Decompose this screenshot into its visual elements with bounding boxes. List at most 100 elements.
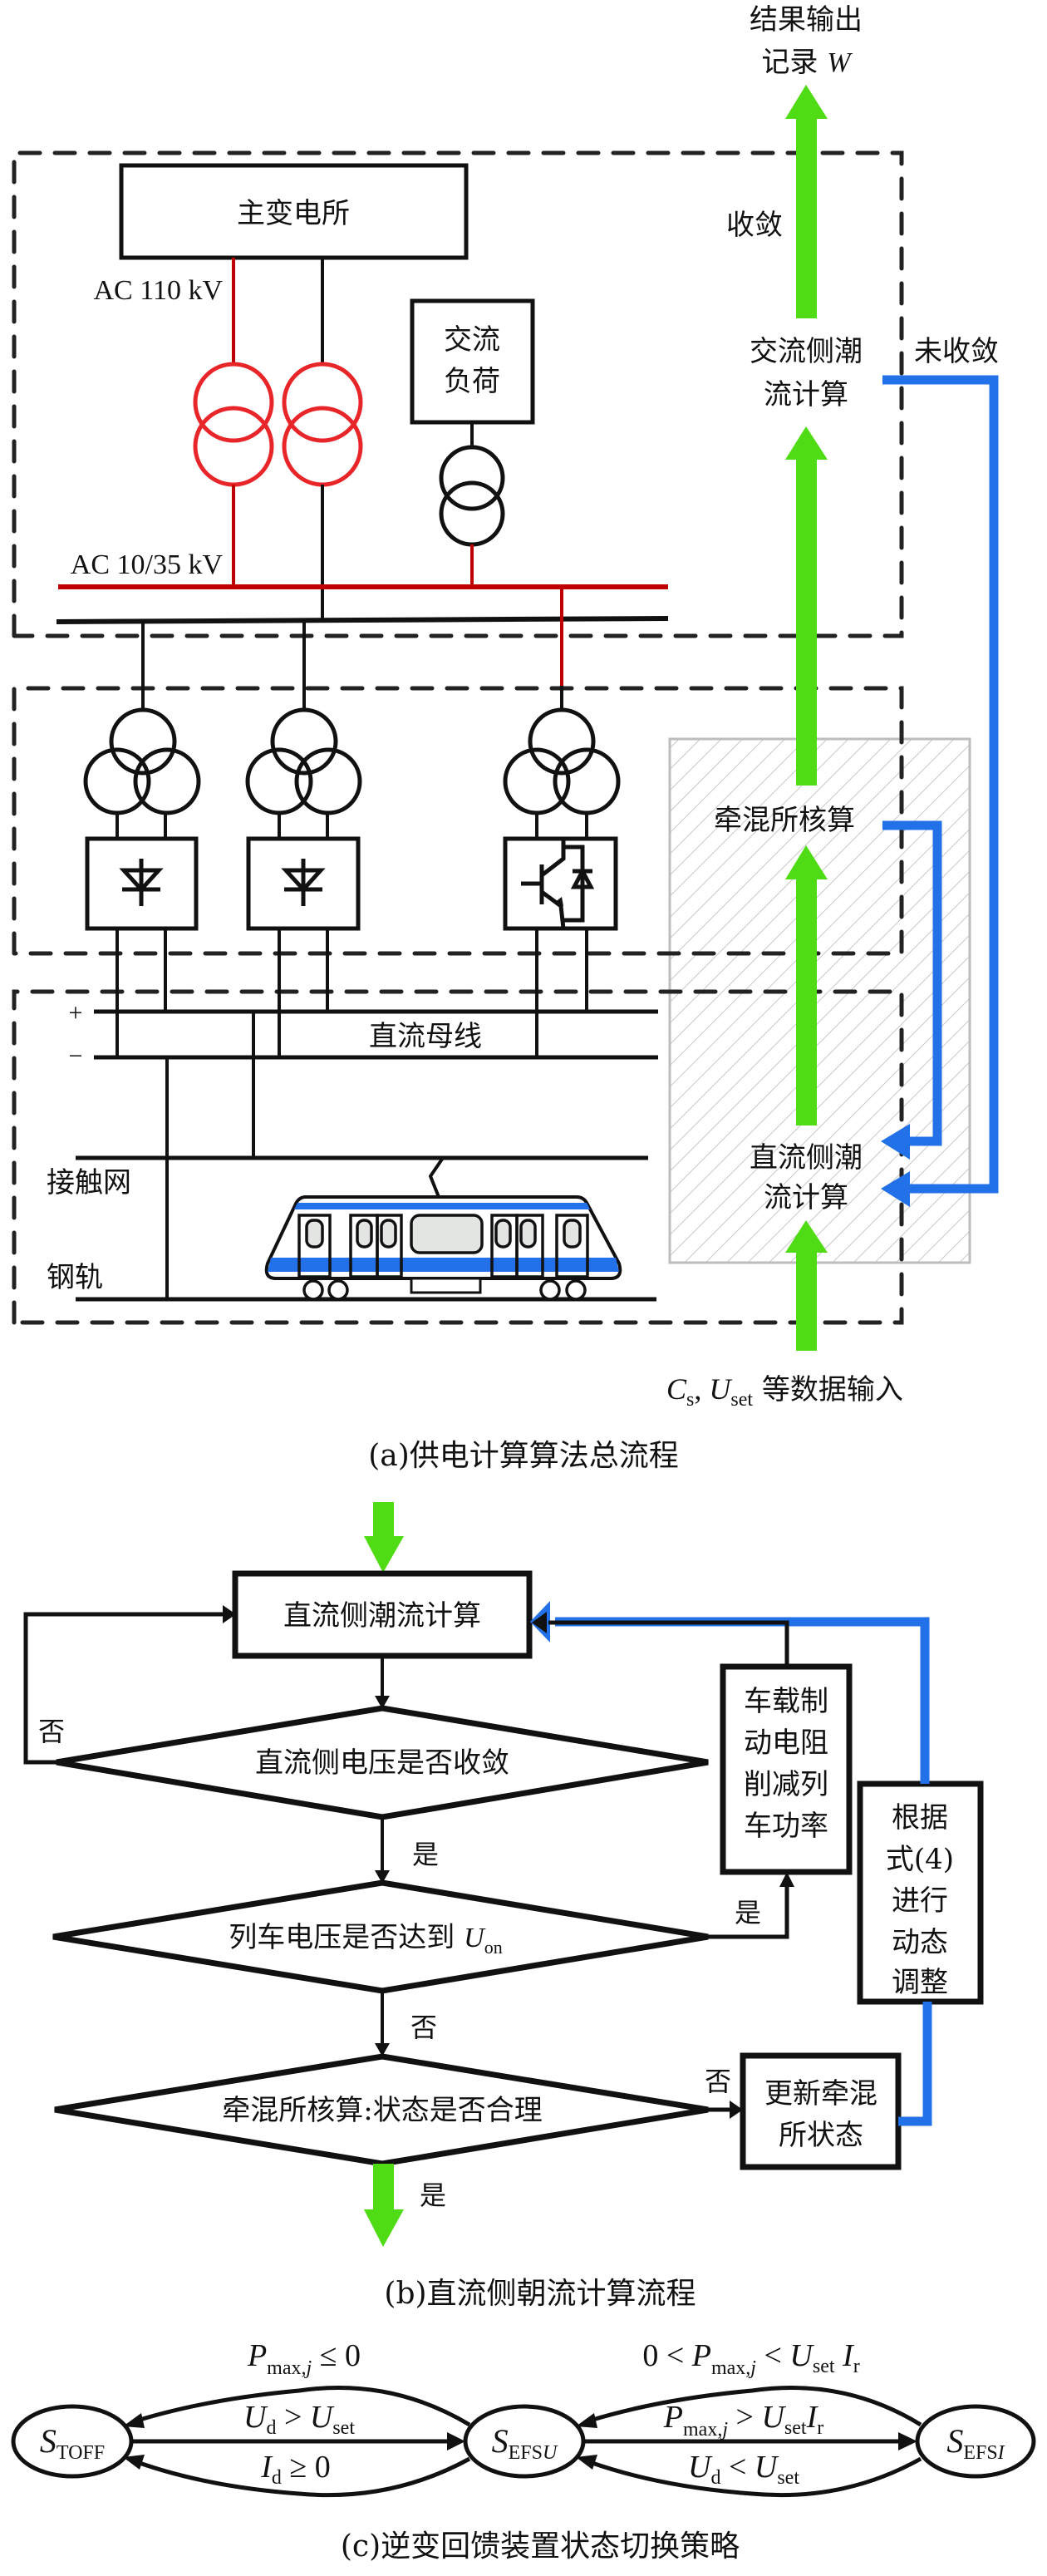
main-substation-label: 主变电所 xyxy=(237,197,350,230)
arrowhead xyxy=(779,1872,794,1887)
dc-minus-label: − xyxy=(69,1042,83,1070)
condition-ud-lt-uset: Ud < Uset xyxy=(688,2450,799,2489)
arrowhead xyxy=(730,2101,743,2119)
update-hybrid-state-box xyxy=(740,2052,902,2170)
brake-box-line: 削减列 xyxy=(744,1768,828,1801)
dc-bus-label: 直流母线 xyxy=(369,1020,482,1053)
ac-load-label-2: 负荷 xyxy=(444,365,500,398)
rectifier-transformer-1 xyxy=(83,707,201,815)
dc-flow-calc-label-1: 直流侧潮 xyxy=(750,1141,863,1175)
yes-label-3: 是 xyxy=(420,2180,446,2211)
transformer-icon xyxy=(193,362,274,443)
panel-b-caption: (b)直流侧朝流计算流程 xyxy=(384,2277,696,2311)
result-output-label: 结果输出 xyxy=(750,3,863,37)
catenary-label: 接触网 xyxy=(47,1166,131,1199)
yes-label-1: 是 xyxy=(412,1839,439,1870)
transition-efsu-to-toff-lower xyxy=(136,2456,471,2498)
condition-pmax-le-zero: Pmax,j ≤ 0 xyxy=(247,2338,361,2379)
arrowhead xyxy=(375,2043,390,2056)
transition-efsi-to-efsu-upper xyxy=(589,2386,922,2427)
transformer-icon xyxy=(193,406,274,487)
record-w-label: 记录 W xyxy=(761,46,853,79)
state-toff xyxy=(11,2404,134,2479)
rectifier-transformer-2 xyxy=(245,707,362,815)
condition-pmax-range: 0 < Pmax,j < Uset Ir xyxy=(642,2338,859,2379)
arrowhead xyxy=(576,2413,597,2428)
transformer-icon xyxy=(439,445,505,511)
yes-label-2: 是 xyxy=(735,1897,761,1928)
dc-plus-label: + xyxy=(69,999,83,1027)
igbt-inverter xyxy=(503,836,618,931)
feedback-arrowhead xyxy=(881,1171,910,1207)
arrowhead xyxy=(123,2413,145,2428)
ac-110kv-label: AC 110 kV xyxy=(93,275,223,306)
dc-flow-calc-label-2: 流计算 xyxy=(764,1181,848,1214)
flow-arrow-exit xyxy=(364,2164,404,2247)
no-label-1: 否 xyxy=(38,1716,65,1747)
adjust-box-line: 式(4) xyxy=(886,1843,954,1876)
feedback-arrow-ac xyxy=(882,375,999,1194)
update-box-line: 所状态 xyxy=(779,2119,863,2152)
no-label-2: 否 xyxy=(410,2012,437,2043)
adjust-box-line: 根据 xyxy=(892,1801,948,1835)
flow-arrow-input xyxy=(785,1220,828,1351)
ac-black-bus xyxy=(56,616,669,624)
hybrid-check-label: 牵混所核算 xyxy=(714,804,855,837)
decision-3-label: 牵混所核算:状态是否合理 xyxy=(222,2094,542,2127)
no-label-3: 否 xyxy=(705,2066,731,2097)
dynamic-adjust-box xyxy=(857,1781,984,2005)
transition-efsu-to-toff-upper xyxy=(136,2386,471,2427)
arrowhead xyxy=(375,1870,390,1884)
not-converged-label: 未收敛 xyxy=(914,335,999,368)
adjust-box-line: 动态 xyxy=(892,1926,948,1959)
ac-flow-calc-label-1: 交流侧潮 xyxy=(750,335,863,368)
main-substation-box xyxy=(119,163,469,260)
converter-leads xyxy=(116,813,588,839)
arrowhead xyxy=(532,1612,547,1633)
ac-flow-calc-label-2: 流计算 xyxy=(764,378,848,411)
state-efsi xyxy=(915,2404,1036,2479)
panel-c-caption: (c)逆变回馈装置状态切换策略 xyxy=(341,2529,740,2564)
panel-c: STOFF SEFSU SEFSI Pmax,j ≤ 0 Ud > Uset I… xyxy=(11,2338,1036,2564)
diode-rectifier-1 xyxy=(85,836,199,931)
arrowhead xyxy=(447,2432,465,2450)
dc-network-region xyxy=(12,989,904,1325)
yes-connector xyxy=(708,1885,789,1939)
arrowhead xyxy=(223,1605,236,1623)
brake-box-line: 动电阻 xyxy=(744,1726,828,1760)
arrowhead xyxy=(898,2432,917,2450)
arrowhead xyxy=(375,1696,390,1709)
converged-label: 收敛 xyxy=(726,209,783,242)
converter-outputs xyxy=(116,928,588,1057)
condition-id-ge-zero: Id ≥ 0 xyxy=(260,2450,331,2489)
transition-efsi-to-efsu-lower xyxy=(589,2456,922,2498)
state-toff-label: STOFF xyxy=(40,2422,105,2464)
ac-load-label-1: 交流 xyxy=(444,323,500,357)
no-loop-connector xyxy=(23,1612,224,1765)
decision-1-label: 直流侧电压是否收敛 xyxy=(255,1746,509,1780)
ac-10-35kv-label: AC 10/35 kV xyxy=(71,549,224,580)
input-data-label: Cs, Uset 等数据输入 xyxy=(666,1372,903,1411)
flow-arrow-to-ac xyxy=(785,426,828,786)
rail-label: 钢轨 xyxy=(47,1261,103,1294)
transformer-icon xyxy=(282,406,363,487)
dc-flow-calc-box-label: 直流侧潮流计算 xyxy=(283,1599,481,1633)
adjust-box-line: 调整 xyxy=(892,1966,948,1999)
panel-b: 直流侧潮流计算 直流侧电压是否收敛 否 是 列车电压是否达到 Uon 是 车载制… xyxy=(23,1502,984,2311)
condition-pmax-gt: Pmax,j > UsetIr xyxy=(663,2400,823,2441)
diode-rectifier-2 xyxy=(246,836,361,931)
arrowhead xyxy=(123,2455,145,2470)
brake-connector xyxy=(548,1620,789,1667)
state-efsu-label: SEFSU xyxy=(492,2422,558,2464)
inverter-transformer xyxy=(503,707,621,815)
feedback-arrowhead xyxy=(881,1124,910,1160)
decision-2-label: 列车电压是否达到 Uon xyxy=(229,1921,502,1958)
flow-arrow-to-hybrid xyxy=(785,845,828,1125)
transformer-icon xyxy=(439,480,505,547)
traction-substation-region xyxy=(12,686,904,956)
brake-box-line: 车功率 xyxy=(744,1810,828,1843)
ac-system-region xyxy=(12,150,904,638)
condition-ud-gt-uset: Ud > Uset xyxy=(243,2400,355,2439)
update-box-line: 更新牵混 xyxy=(764,2077,877,2111)
